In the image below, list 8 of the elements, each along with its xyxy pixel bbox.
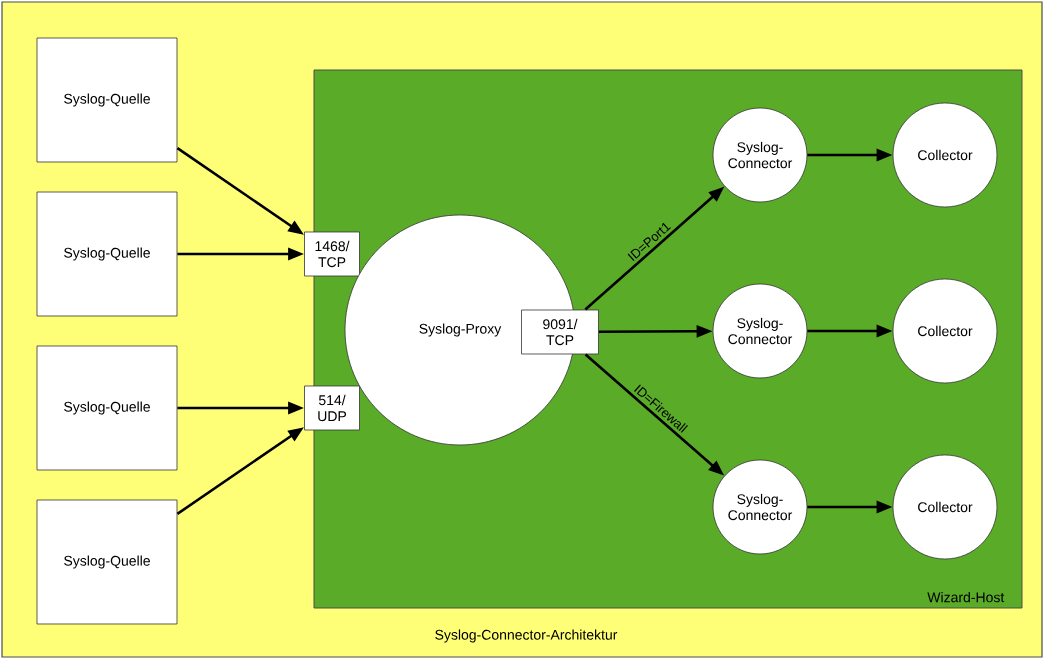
caption: Syslog-Connector-Architektur [435, 629, 618, 643]
source-box: Syslog-Quelle [36, 191, 178, 317]
source-box: Syslog-Quelle [36, 37, 178, 163]
port-box: 1468/ TCP [304, 231, 360, 277]
source-box: Syslog-Quelle [36, 499, 178, 625]
port-box: 514/ UDP [304, 385, 360, 431]
source-box: Syslog-Quelle [36, 345, 178, 471]
port-box: 9091/ TCP [521, 309, 599, 355]
